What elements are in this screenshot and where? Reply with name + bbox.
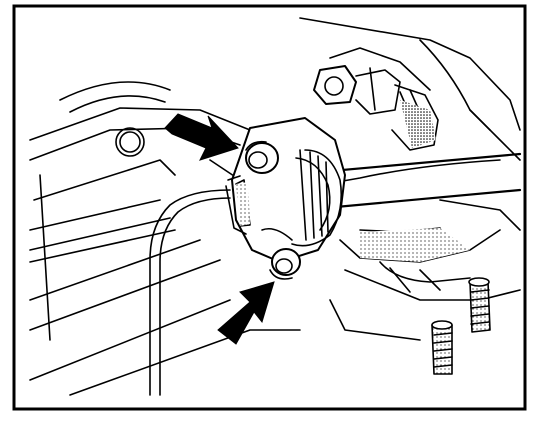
mounting-stud-right <box>468 277 491 333</box>
housing-nut <box>313 65 401 115</box>
subframe-hole <box>115 127 145 157</box>
shading <box>236 100 470 262</box>
mounting-stud-left <box>431 320 453 375</box>
arrow-lower-bolt-icon <box>217 281 275 345</box>
gear-housing <box>299 17 521 161</box>
callout-arrows <box>164 113 275 345</box>
lower-bracket <box>29 159 301 396</box>
brake-pipe <box>149 159 501 396</box>
upper-clamp-bolt <box>245 140 279 174</box>
housing-edge <box>439 199 521 231</box>
lower-clamp-bolt <box>269 248 301 280</box>
arrow-upper-bolt-icon <box>164 113 239 161</box>
